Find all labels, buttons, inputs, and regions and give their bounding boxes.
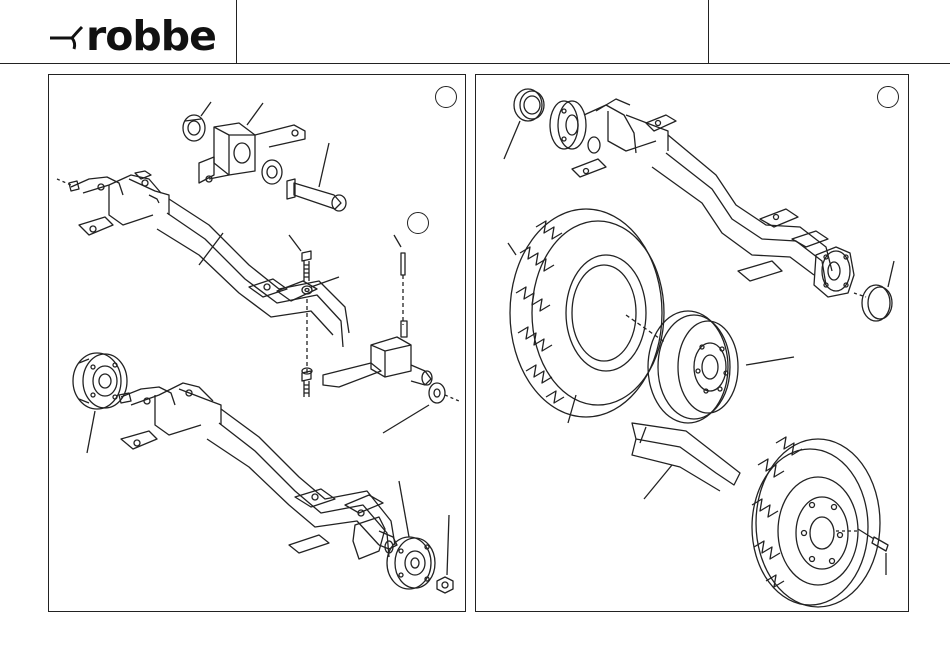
page-header: robbe (0, 0, 950, 64)
steering-knuckle-icon (323, 321, 432, 387)
wheel-bolt-icon (858, 529, 888, 551)
wheel-icon (752, 437, 880, 607)
header-divider-2 (708, 0, 709, 63)
drive-axle-icon (550, 99, 854, 297)
screw-icon (302, 368, 312, 397)
bearing-icon (262, 160, 282, 184)
right-assembly-panel (475, 74, 909, 612)
hub-cap-icon (862, 285, 892, 321)
drive-axle-exploded-drawing (476, 75, 908, 611)
steering-axle-exploded-drawing (49, 75, 465, 611)
mudguard-icon (632, 423, 740, 491)
tyre-icon (510, 209, 664, 417)
robbe-swoosh-icon (48, 21, 84, 51)
brand-name: robbe (86, 14, 216, 58)
header-rule (0, 63, 950, 64)
washer-icon (429, 383, 445, 403)
steering-axle-lower-icon (119, 383, 397, 559)
hub-icon (73, 353, 127, 409)
bearing-icon (183, 115, 205, 141)
screw-icon (302, 251, 312, 294)
brand-logo: robbe (48, 14, 216, 58)
kingpin-icon (287, 179, 346, 211)
pin-icon (401, 253, 405, 325)
hub-cap-icon (514, 89, 544, 121)
hub-icon (387, 537, 435, 589)
steering-knuckle-icon (199, 123, 305, 183)
left-assembly-panel (48, 74, 466, 612)
wheel-nut-icon (437, 577, 453, 593)
header-divider-1 (236, 0, 237, 63)
